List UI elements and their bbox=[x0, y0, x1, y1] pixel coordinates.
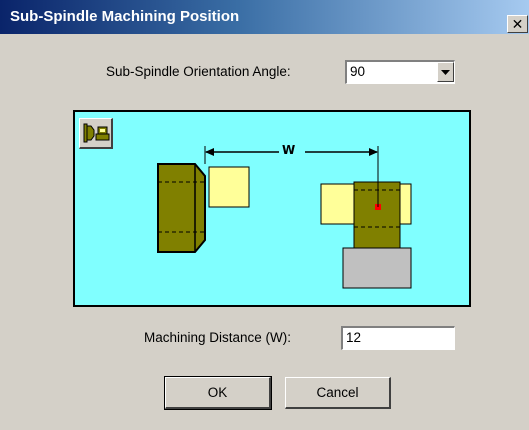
sub-spindle bbox=[353, 181, 401, 249]
close-icon: ✕ bbox=[511, 16, 524, 32]
chevron-down-icon bbox=[441, 69, 450, 75]
orientation-angle-value: 90 bbox=[350, 64, 366, 79]
main-workpiece bbox=[208, 166, 250, 208]
spindle-diagram: W bbox=[73, 110, 471, 307]
cancel-button[interactable]: Cancel bbox=[285, 377, 391, 409]
spindle-diagram-graphic bbox=[157, 146, 412, 289]
orientation-angle-select[interactable]: 90 bbox=[345, 60, 455, 84]
spindle-view-toggle-button[interactable] bbox=[79, 118, 113, 149]
close-button[interactable]: ✕ bbox=[507, 15, 528, 33]
spindle-pair-icon bbox=[83, 123, 110, 143]
dropdown-button[interactable] bbox=[437, 62, 454, 82]
dimension-w-label: W bbox=[282, 143, 296, 157]
window-title: Sub-Spindle Machining Position bbox=[10, 8, 240, 25]
ok-button[interactable]: OK bbox=[164, 376, 272, 410]
machining-distance-label: Machining Distance (W): bbox=[144, 330, 292, 345]
main-spindle bbox=[157, 163, 206, 253]
orientation-angle-label: Sub-Spindle Orientation Angle: bbox=[106, 64, 291, 79]
title-bar: Sub-Spindle Machining Position ✕ bbox=[0, 0, 529, 34]
sub-spindle-base bbox=[342, 247, 412, 289]
machining-distance-input[interactable]: 12 bbox=[341, 326, 455, 350]
